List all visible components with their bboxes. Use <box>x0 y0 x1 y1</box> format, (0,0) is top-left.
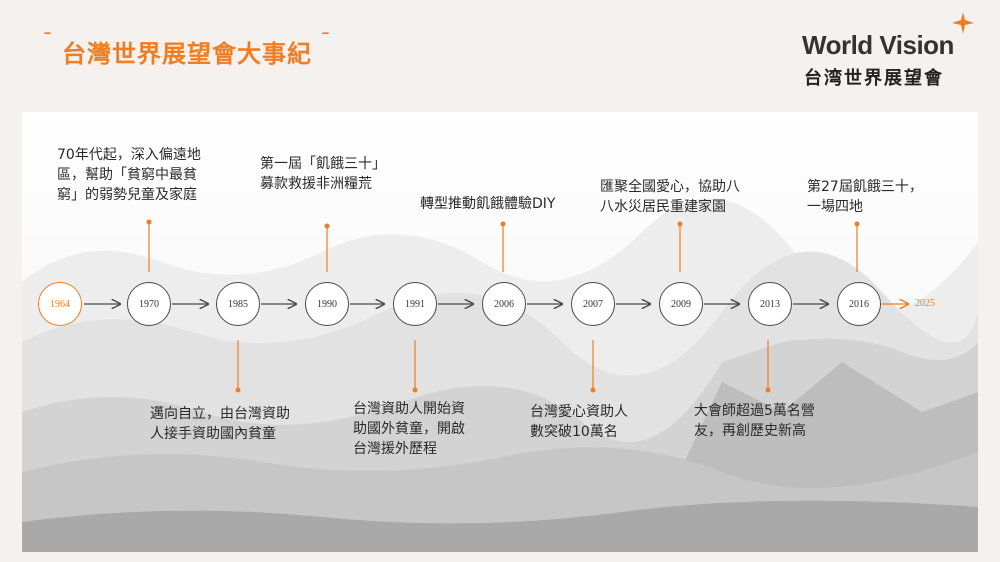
year-node: 1970 <box>127 282 171 326</box>
event-line: 一場四地 <box>807 199 863 215</box>
event-line: 區，幫助「貧窮中最貧 <box>57 167 197 183</box>
connector-2009 <box>677 221 683 272</box>
connector-2016 <box>854 221 860 272</box>
title-right-tick: ¯ <box>320 30 332 55</box>
year-node: 2006 <box>482 282 526 326</box>
event-line: 窮」的弱勢兒童及家庭 <box>57 187 197 203</box>
title-left-tick: ¯ <box>42 30 54 55</box>
event-1985: 邁向自立，由台灣資助 人接手資助國內貧童 <box>150 404 290 444</box>
year-node: 2009 <box>659 282 703 326</box>
event-line: 人接手資助國內貧童 <box>150 426 276 442</box>
event-line: 大會師超過5萬名營 <box>694 403 815 419</box>
event-line: 助國外貧童，開啟 <box>353 421 465 437</box>
event-2013: 大會師超過5萬名營 友，再創歷史新高 <box>694 401 815 441</box>
event-2006: 轉型推動飢餓體驗DIY <box>420 194 555 214</box>
slide-title: ¯ 台灣世界展望會大事紀 ¯ <box>42 30 332 69</box>
connector-2006 <box>500 221 506 272</box>
year-node: 1991 <box>393 282 437 326</box>
logo-name-en: World Vision <box>802 30 954 60</box>
event-line: 第一屆「飢餓三十」 <box>260 156 386 172</box>
event-line: 數突破10萬名 <box>530 424 618 440</box>
event-line: 台灣資助人開始資 <box>353 401 465 417</box>
world-vision-logo: World Vision 台湾世界展望會 <box>800 12 975 92</box>
event-line: 匯聚全國愛心，協助八 <box>600 179 740 195</box>
event-1970: 70年代起，深入偏遠地 區，幫助「貧窮中最貧 窮」的弱勢兒童及家庭 <box>57 145 201 205</box>
page-title: 台灣世界展望會大事紀 <box>62 40 312 68</box>
event-2007: 台灣愛心資助人 數突破10萬名 <box>530 402 628 442</box>
event-1991: 台灣資助人開始資 助國外貧童，開啟 台灣援外歷程 <box>353 399 465 459</box>
event-line: 募款救援非洲糧荒 <box>260 176 372 192</box>
event-2016: 第27屆飢餓三十， 一場四地 <box>807 177 923 217</box>
year-end-label: 2025 <box>915 298 935 309</box>
timeline-panel <box>22 112 978 552</box>
connector-1990 <box>324 223 330 272</box>
year-node: 2013 <box>748 282 792 326</box>
year-node-start: 1964 <box>38 282 82 326</box>
year-node: 1985 <box>216 282 260 326</box>
connector-1970 <box>146 219 152 272</box>
event-line: 70年代起，深入偏遠地 <box>57 147 201 163</box>
mountain-background <box>22 112 978 552</box>
year-node: 2007 <box>571 282 615 326</box>
event-line: 台灣援外歷程 <box>353 441 437 457</box>
year-node: 1990 <box>305 282 349 326</box>
connector-1991 <box>412 340 418 393</box>
logo-name-zh: 台湾世界展望會 <box>804 68 944 89</box>
event-line: 八水災居民重建家園 <box>600 199 726 215</box>
star-icon <box>952 12 974 34</box>
connector-2013 <box>765 340 771 393</box>
event-2009: 匯聚全國愛心，協助八 八水災居民重建家園 <box>600 177 740 217</box>
connector-2007 <box>590 340 596 393</box>
connector-1985 <box>235 340 241 393</box>
event-line: 轉型推動飢餓體驗DIY <box>420 196 556 212</box>
event-line: 台灣愛心資助人 <box>530 404 628 420</box>
event-1990: 第一屆「飢餓三十」 募款救援非洲糧荒 <box>260 154 386 194</box>
event-line: 邁向自立，由台灣資助 <box>150 406 290 422</box>
year-node: 2016 <box>837 282 881 326</box>
event-line: 友，再創歷史新高 <box>694 423 806 439</box>
event-line: 第27屆飢餓三十， <box>807 179 923 195</box>
